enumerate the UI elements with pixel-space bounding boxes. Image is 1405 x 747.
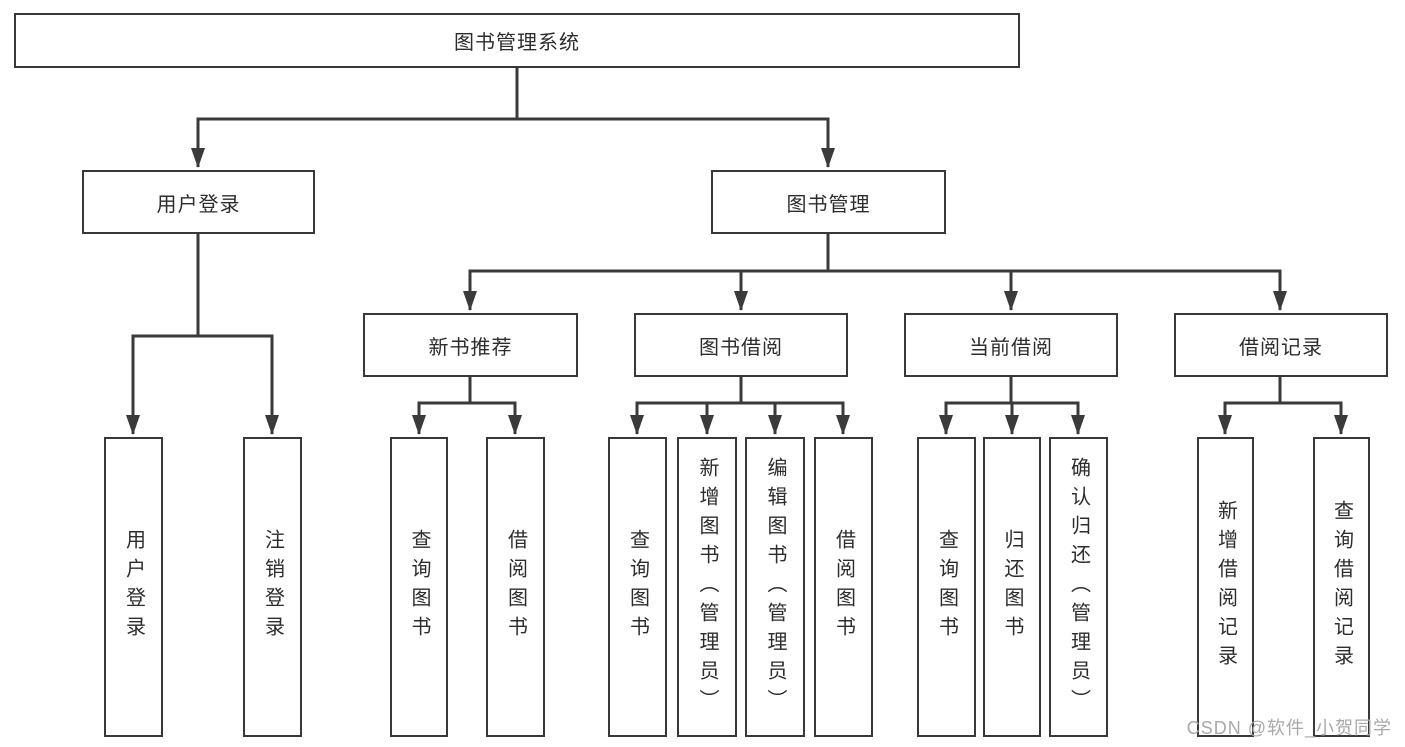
- leaf-cb-confirm-return-label: 确认归还（管理员）: [1067, 456, 1090, 718]
- node-user-login: 用户登录: [82, 170, 315, 234]
- leaf-bb-query-book: 查询图书: [608, 437, 667, 737]
- node-book-borrow: 图书借阅: [634, 313, 848, 377]
- leaf-user-login: 用户登录: [104, 437, 163, 737]
- leaf-nb-borrow-book-label: 借阅图书: [504, 529, 527, 645]
- leaf-nb-borrow-book: 借阅图书: [486, 437, 545, 737]
- leaf-logout-label: 注销登录: [261, 529, 284, 645]
- leaf-br-add-record: 新增借阅记录: [1197, 437, 1254, 737]
- node-book-mgmt-label: 图书管理: [786, 193, 871, 216]
- node-book-borrow-label: 图书借阅: [699, 336, 783, 359]
- connector-root-bus: [196, 66, 830, 121]
- leaf-cb-return-book-label: 归还图书: [1001, 529, 1023, 645]
- node-library-system: 图书管理系统: [14, 13, 1020, 68]
- leaf-bb-add-book: 新增图书（管理员）: [677, 437, 737, 737]
- node-new-book-rec: 新书推荐: [363, 313, 578, 377]
- leaf-cb-confirm-return: 确认归还（管理员）: [1049, 437, 1108, 737]
- leaf-bb-query-book-label: 查询图书: [626, 529, 649, 645]
- leaf-nb-query-book: 查询图书: [390, 437, 448, 737]
- node-new-book-rec-label: 新书推荐: [428, 336, 513, 359]
- connector-book-mgmt-bus: [468, 232, 1282, 273]
- csdn-watermark: CSDN @软件_小贺同学: [1186, 718, 1392, 738]
- node-user-login-label: 用户登录: [156, 193, 241, 216]
- leaf-br-query-record-label: 查询借阅记录: [1330, 500, 1353, 674]
- leaf-bb-borrow-book-label: 借阅图书: [832, 529, 855, 645]
- leaf-logout: 注销登录: [243, 437, 302, 737]
- connector-current-borrow-bus: [944, 375, 1080, 405]
- leaf-bb-edit-book-label: 编辑图书（管理员）: [764, 456, 786, 718]
- node-current-borrow-label: 当前借阅: [969, 336, 1053, 359]
- connector-user-login-bus: [131, 232, 274, 338]
- leaf-bb-add-book-label: 新增图书（管理员）: [696, 456, 718, 718]
- node-current-borrow: 当前借阅: [904, 313, 1118, 377]
- connector-new-book-rec-bus: [417, 375, 517, 405]
- connector-borrow-record-bus: [1223, 375, 1343, 405]
- leaf-user-login-label: 用户登录: [122, 529, 145, 645]
- leaf-nb-query-book-label: 查询图书: [408, 529, 430, 645]
- leaf-cb-query-book: 查询图书: [917, 437, 976, 737]
- leaf-bb-borrow-book: 借阅图书: [814, 437, 873, 737]
- leaf-br-query-record: 查询借阅记录: [1313, 437, 1370, 737]
- leaf-br-add-record-label: 新增借阅记录: [1214, 500, 1237, 674]
- node-library-system-label: 图书管理系统: [454, 32, 580, 54]
- leaf-cb-query-book-label: 查询图书: [935, 529, 958, 645]
- node-book-mgmt: 图书管理: [711, 170, 946, 234]
- leaf-cb-return-book: 归还图书: [983, 437, 1041, 737]
- node-borrow-record-label: 借阅记录: [1239, 336, 1323, 359]
- leaf-bb-edit-book: 编辑图书（管理员）: [745, 437, 805, 737]
- node-borrow-record: 借阅记录: [1174, 313, 1388, 377]
- connector-book-borrow-bus: [635, 375, 845, 405]
